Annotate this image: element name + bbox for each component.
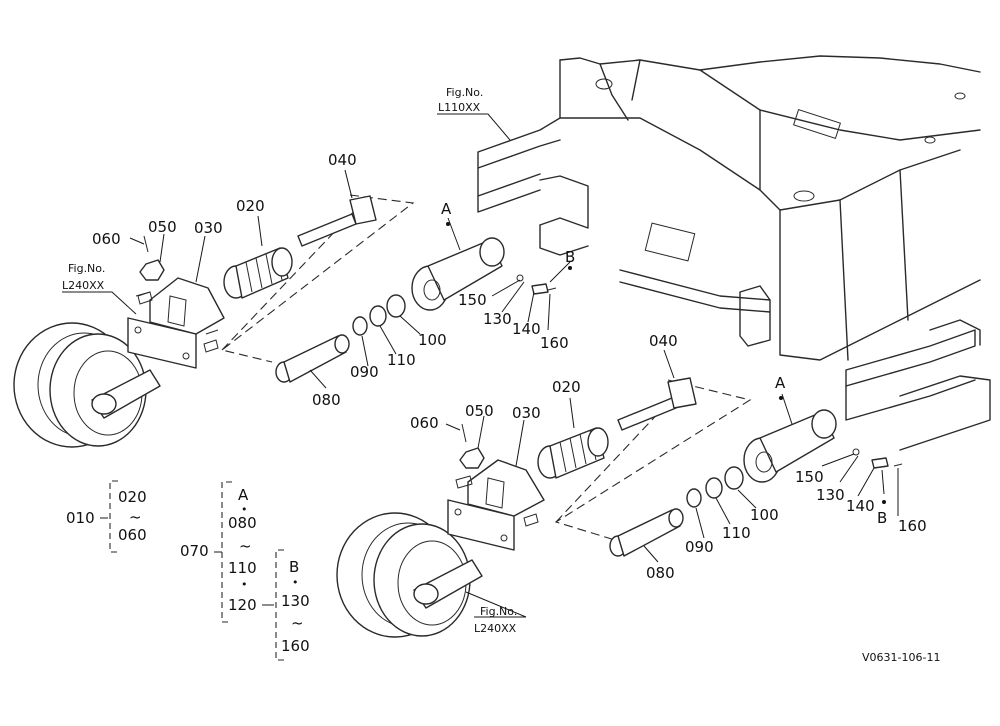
legend-070-110: 110 — [228, 559, 257, 577]
label-lower-140: 140 — [846, 497, 875, 515]
idler-wheel-lower — [336, 512, 483, 638]
label-lower-020: 020 — [552, 378, 581, 396]
rod-lower — [617, 377, 697, 431]
drawing-code: V0631-106-11 — [862, 651, 940, 664]
label-upper-140: 140 — [512, 320, 541, 338]
legend-070: 070 — [180, 542, 209, 560]
bracket-lower — [447, 459, 545, 551]
legend-B-130: 130 — [281, 592, 310, 610]
label-upper-030: 030 — [194, 219, 223, 237]
legend-070-dot2: • — [241, 578, 248, 591]
label-lower-B: B — [877, 509, 887, 527]
label-upper-040: 040 — [328, 151, 357, 169]
label-lower-150: 150 — [795, 468, 824, 486]
spring-upper — [223, 247, 293, 299]
label-upper-B: B — [565, 248, 575, 266]
fig-label-frame-line1: Fig.No. — [446, 86, 483, 99]
legend-070-120: 120 — [228, 596, 257, 614]
label-upper-080: 080 — [312, 391, 341, 409]
label-lower-080: 080 — [646, 564, 675, 582]
label-upper-050: 050 — [148, 218, 177, 236]
legend-010: 010 — [66, 509, 95, 527]
label-upper-160: 160 — [540, 334, 569, 352]
legend-070-dot1: • — [241, 503, 248, 516]
bracket-upper — [127, 277, 225, 369]
legend-B-tilde: ~ — [291, 614, 304, 632]
legend-010-tilde: ~ — [129, 508, 142, 526]
label-upper-090: 090 — [350, 363, 379, 381]
label-lower-040: 040 — [649, 332, 678, 350]
rod-upper — [297, 195, 377, 247]
legend-010-to: 060 — [118, 526, 147, 544]
label-upper-020: 020 — [236, 197, 265, 215]
pipe-upper — [275, 334, 350, 383]
label-upper-130: 130 — [483, 310, 512, 328]
lower-assembly: 040 020 030 050 060 A B 150 130 140 160 … — [336, 332, 927, 638]
idler-wheel-upper — [13, 322, 161, 448]
label-lower-090: 090 — [685, 538, 714, 556]
label-lower-160: 160 — [898, 517, 927, 535]
legend-070-080: 080 — [228, 514, 257, 532]
legend-070-tilde: ~ — [239, 537, 252, 555]
nut-upper — [139, 235, 165, 281]
fig-label-wheel2-line1: Fig.No. — [480, 605, 517, 618]
track-frame-drawing — [477, 55, 991, 451]
label-upper-150: 150 — [458, 291, 487, 309]
legend-070-A: A — [238, 486, 249, 504]
label-lower-110: 110 — [722, 524, 751, 542]
upper-assembly: 040 020 030 050 060 A B 150 130 140 160 … — [13, 151, 575, 448]
label-lower-060: 060 — [410, 414, 439, 432]
label-upper-100: 100 — [418, 331, 447, 349]
label-lower-100: 100 — [750, 506, 779, 524]
fig-label-wheel2-line2: L240XX — [474, 622, 517, 635]
legend-B-160: 160 — [281, 637, 310, 655]
pipe-lower — [609, 508, 684, 557]
label-lower-A: A — [775, 374, 786, 392]
nut-lower — [459, 423, 485, 469]
fig-label-frame-line2: L110XX — [438, 101, 481, 114]
label-upper-A: A — [441, 200, 452, 218]
label-upper-110: 110 — [387, 351, 416, 369]
cylinder-lower — [743, 409, 837, 483]
label-lower-130: 130 — [816, 486, 845, 504]
label-upper-060: 060 — [92, 230, 121, 248]
label-lower-050: 050 — [465, 402, 494, 420]
parts-group-legend: 010 020 ~ 060 070 A • 080 ~ 110 • 120 B … — [66, 480, 310, 661]
legend-B: B — [289, 558, 299, 576]
fig-label-wheel1-line2: L240XX — [62, 279, 105, 292]
label-lower-030: 030 — [512, 404, 541, 422]
spring-lower — [537, 427, 609, 479]
fig-label-wheel1-line1: Fig.No. — [68, 262, 105, 275]
cylinder-upper — [411, 237, 505, 311]
legend-010-from: 020 — [118, 488, 147, 506]
legend-B-dot: • — [292, 576, 299, 589]
